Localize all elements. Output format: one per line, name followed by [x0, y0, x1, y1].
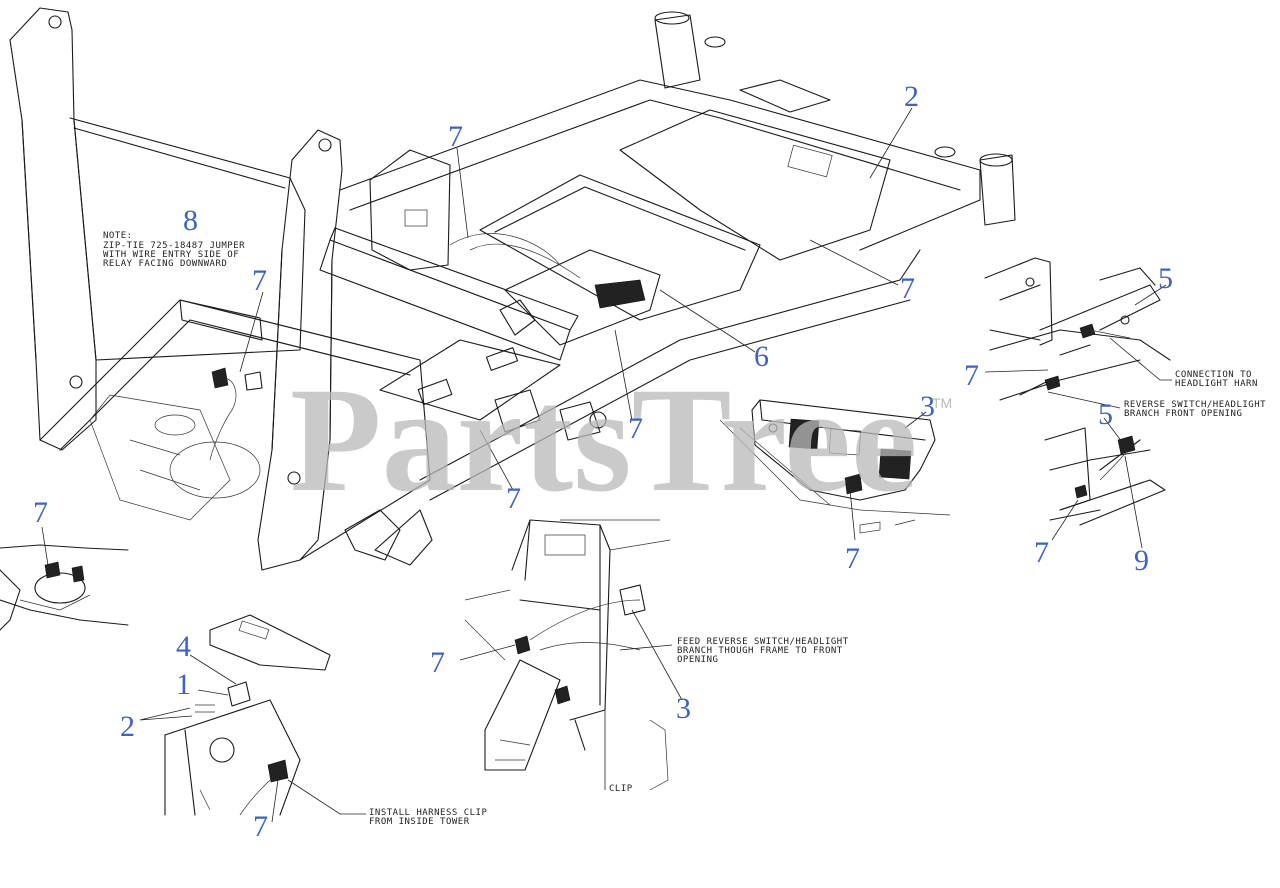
callout-numbers: 7 2 8 7 7 6 7 7 3 7 5 7 5 9 7 7 4 1 2 7 … — [33, 80, 1173, 843]
callout-2-top: 2 — [904, 80, 919, 113]
callout-7-bottom: 7 — [253, 810, 268, 843]
note-feed-line3: OPENING — [677, 655, 718, 665]
callout-7-rear: 7 — [900, 272, 915, 305]
note-harness-clip-line1: INSTALL HARNESS CLIP — [369, 808, 487, 818]
callout-7-relay: 7 — [252, 264, 267, 297]
watermark: PartsTree TM — [290, 357, 952, 523]
note-connection-line2: HEADLIGHT HARN — [1175, 379, 1258, 389]
note-reverse-switch: REVERSE SWITCH/HEADLIGHT BRANCH FRONT OP… — [1124, 400, 1266, 419]
note-connection: CONNECTION TO HEADLIGHT HARN — [1175, 370, 1258, 389]
callout-4: 4 — [176, 630, 191, 663]
callout-9: 9 — [1134, 544, 1149, 577]
watermark-text: PartsTree — [290, 357, 917, 523]
callout-7-connection: 7 — [964, 359, 979, 392]
callout-7-center: 7 — [628, 412, 643, 445]
callout-5-lower: 5 — [1098, 398, 1113, 431]
watermark-trademark: TM — [932, 395, 952, 411]
detail-relay-bracket-drawing — [164, 614, 331, 816]
callout-7-panel: 7 — [845, 542, 860, 575]
callout-3-tower: 3 — [676, 692, 691, 725]
detail-connection-drawing — [984, 257, 1171, 401]
note-relay: NOTE: ZIP-TIE 725-18487 JUMPER WITH WIRE… — [103, 231, 245, 269]
note-relay-line4: RELAY FACING DOWNWARD — [103, 259, 227, 269]
callout-8: 8 — [183, 204, 198, 237]
note-relay-line2: ZIP-TIE 725-18487 JUMPER — [103, 241, 245, 251]
leader-lines — [41, 107, 1172, 823]
detail-left-clip-drawing — [0, 544, 129, 631]
note-feed-line1: FEED REVERSE SWITCH/HEADLIGHT — [677, 637, 849, 647]
main-frame-drawing — [9, 7, 1016, 571]
callout-6: 6 — [754, 340, 769, 373]
note-feed: FEED REVERSE SWITCH/HEADLIGHT BRANCH THO… — [677, 637, 849, 665]
detail-tower-battery-drawing — [464, 519, 671, 791]
note-feed-line2: BRANCH THOUGH FRAME TO FRONT — [677, 646, 843, 656]
detail-reverse-switch-drawing — [1044, 427, 1166, 526]
callout-7-tower: 7 — [430, 646, 445, 679]
callout-5-upper: 5 — [1158, 262, 1173, 295]
note-reverse-switch-line1: REVERSE SWITCH/HEADLIGHT — [1124, 400, 1266, 410]
callout-7-top: 7 — [448, 120, 463, 153]
note-relay-line3: WITH WIRE ENTRY SIDE OF — [103, 250, 239, 260]
note-clip: CLIP — [609, 784, 633, 794]
detail-dashboard-panel-drawing — [719, 399, 951, 534]
note-relay-line1: NOTE: — [103, 231, 133, 241]
note-connection-line1: CONNECTION TO — [1175, 370, 1252, 380]
callout-7-front: 7 — [506, 482, 521, 515]
callout-2-bracket: 2 — [120, 710, 135, 743]
note-reverse-switch-line2: BRANCH FRONT OPENING — [1124, 409, 1242, 419]
callout-1: 1 — [176, 668, 191, 701]
note-harness-clip-line2: FROM INSIDE TOWER — [369, 817, 470, 827]
callout-3-panel: 3 — [920, 390, 935, 423]
callout-7-left: 7 — [33, 496, 48, 529]
callout-7-switch: 7 — [1034, 536, 1049, 569]
note-harness-clip: INSTALL HARNESS CLIP FROM INSIDE TOWER — [369, 808, 487, 827]
